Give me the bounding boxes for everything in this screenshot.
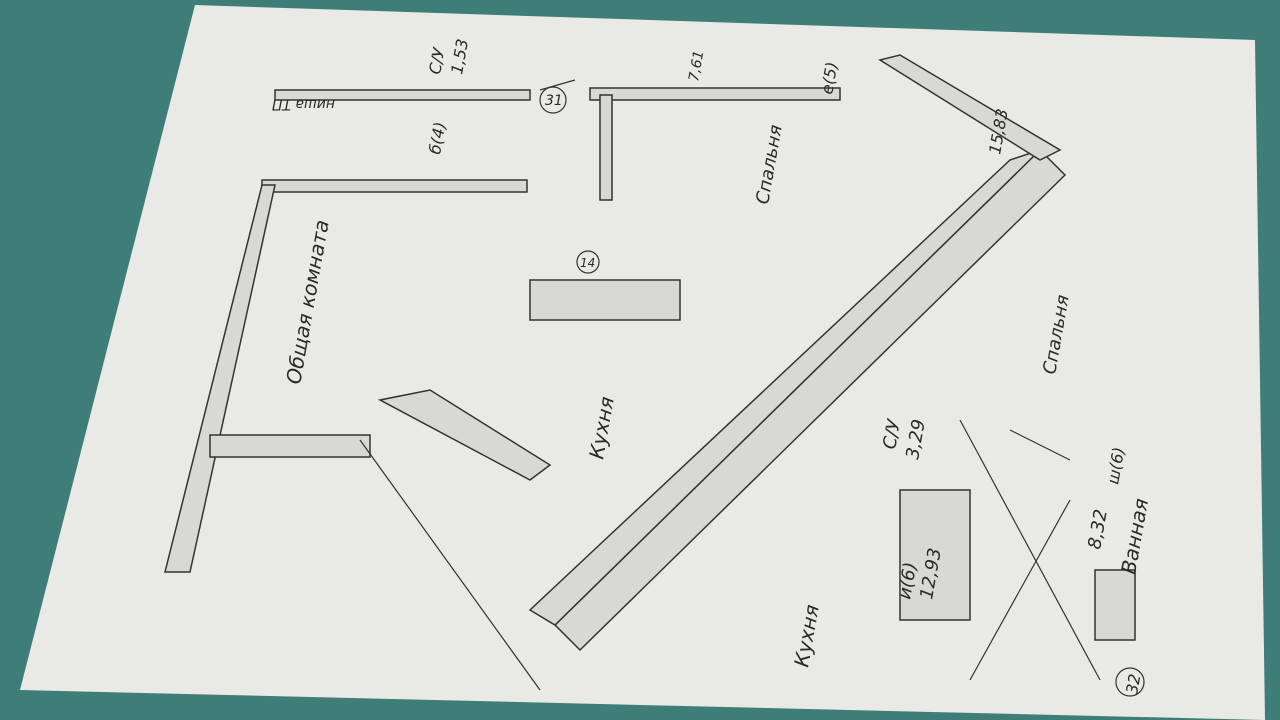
dimension-top: 7,61	[686, 49, 707, 82]
wc-1-label: С/У	[425, 45, 448, 75]
walls	[164, 54, 1136, 652]
marker-31: 31	[545, 93, 563, 109]
paper-sheet	[20, 5, 1265, 720]
marker-circle-14	[576, 250, 600, 274]
marker-32: 32	[1122, 672, 1144, 695]
marker-circle-32	[1115, 667, 1145, 697]
wc-2-label: С/У	[879, 417, 905, 451]
niche-label: ниша ТП	[271, 96, 335, 112]
marker-circle-31	[539, 86, 567, 114]
marker-14: 14	[580, 256, 595, 270]
lines	[359, 79, 1101, 691]
